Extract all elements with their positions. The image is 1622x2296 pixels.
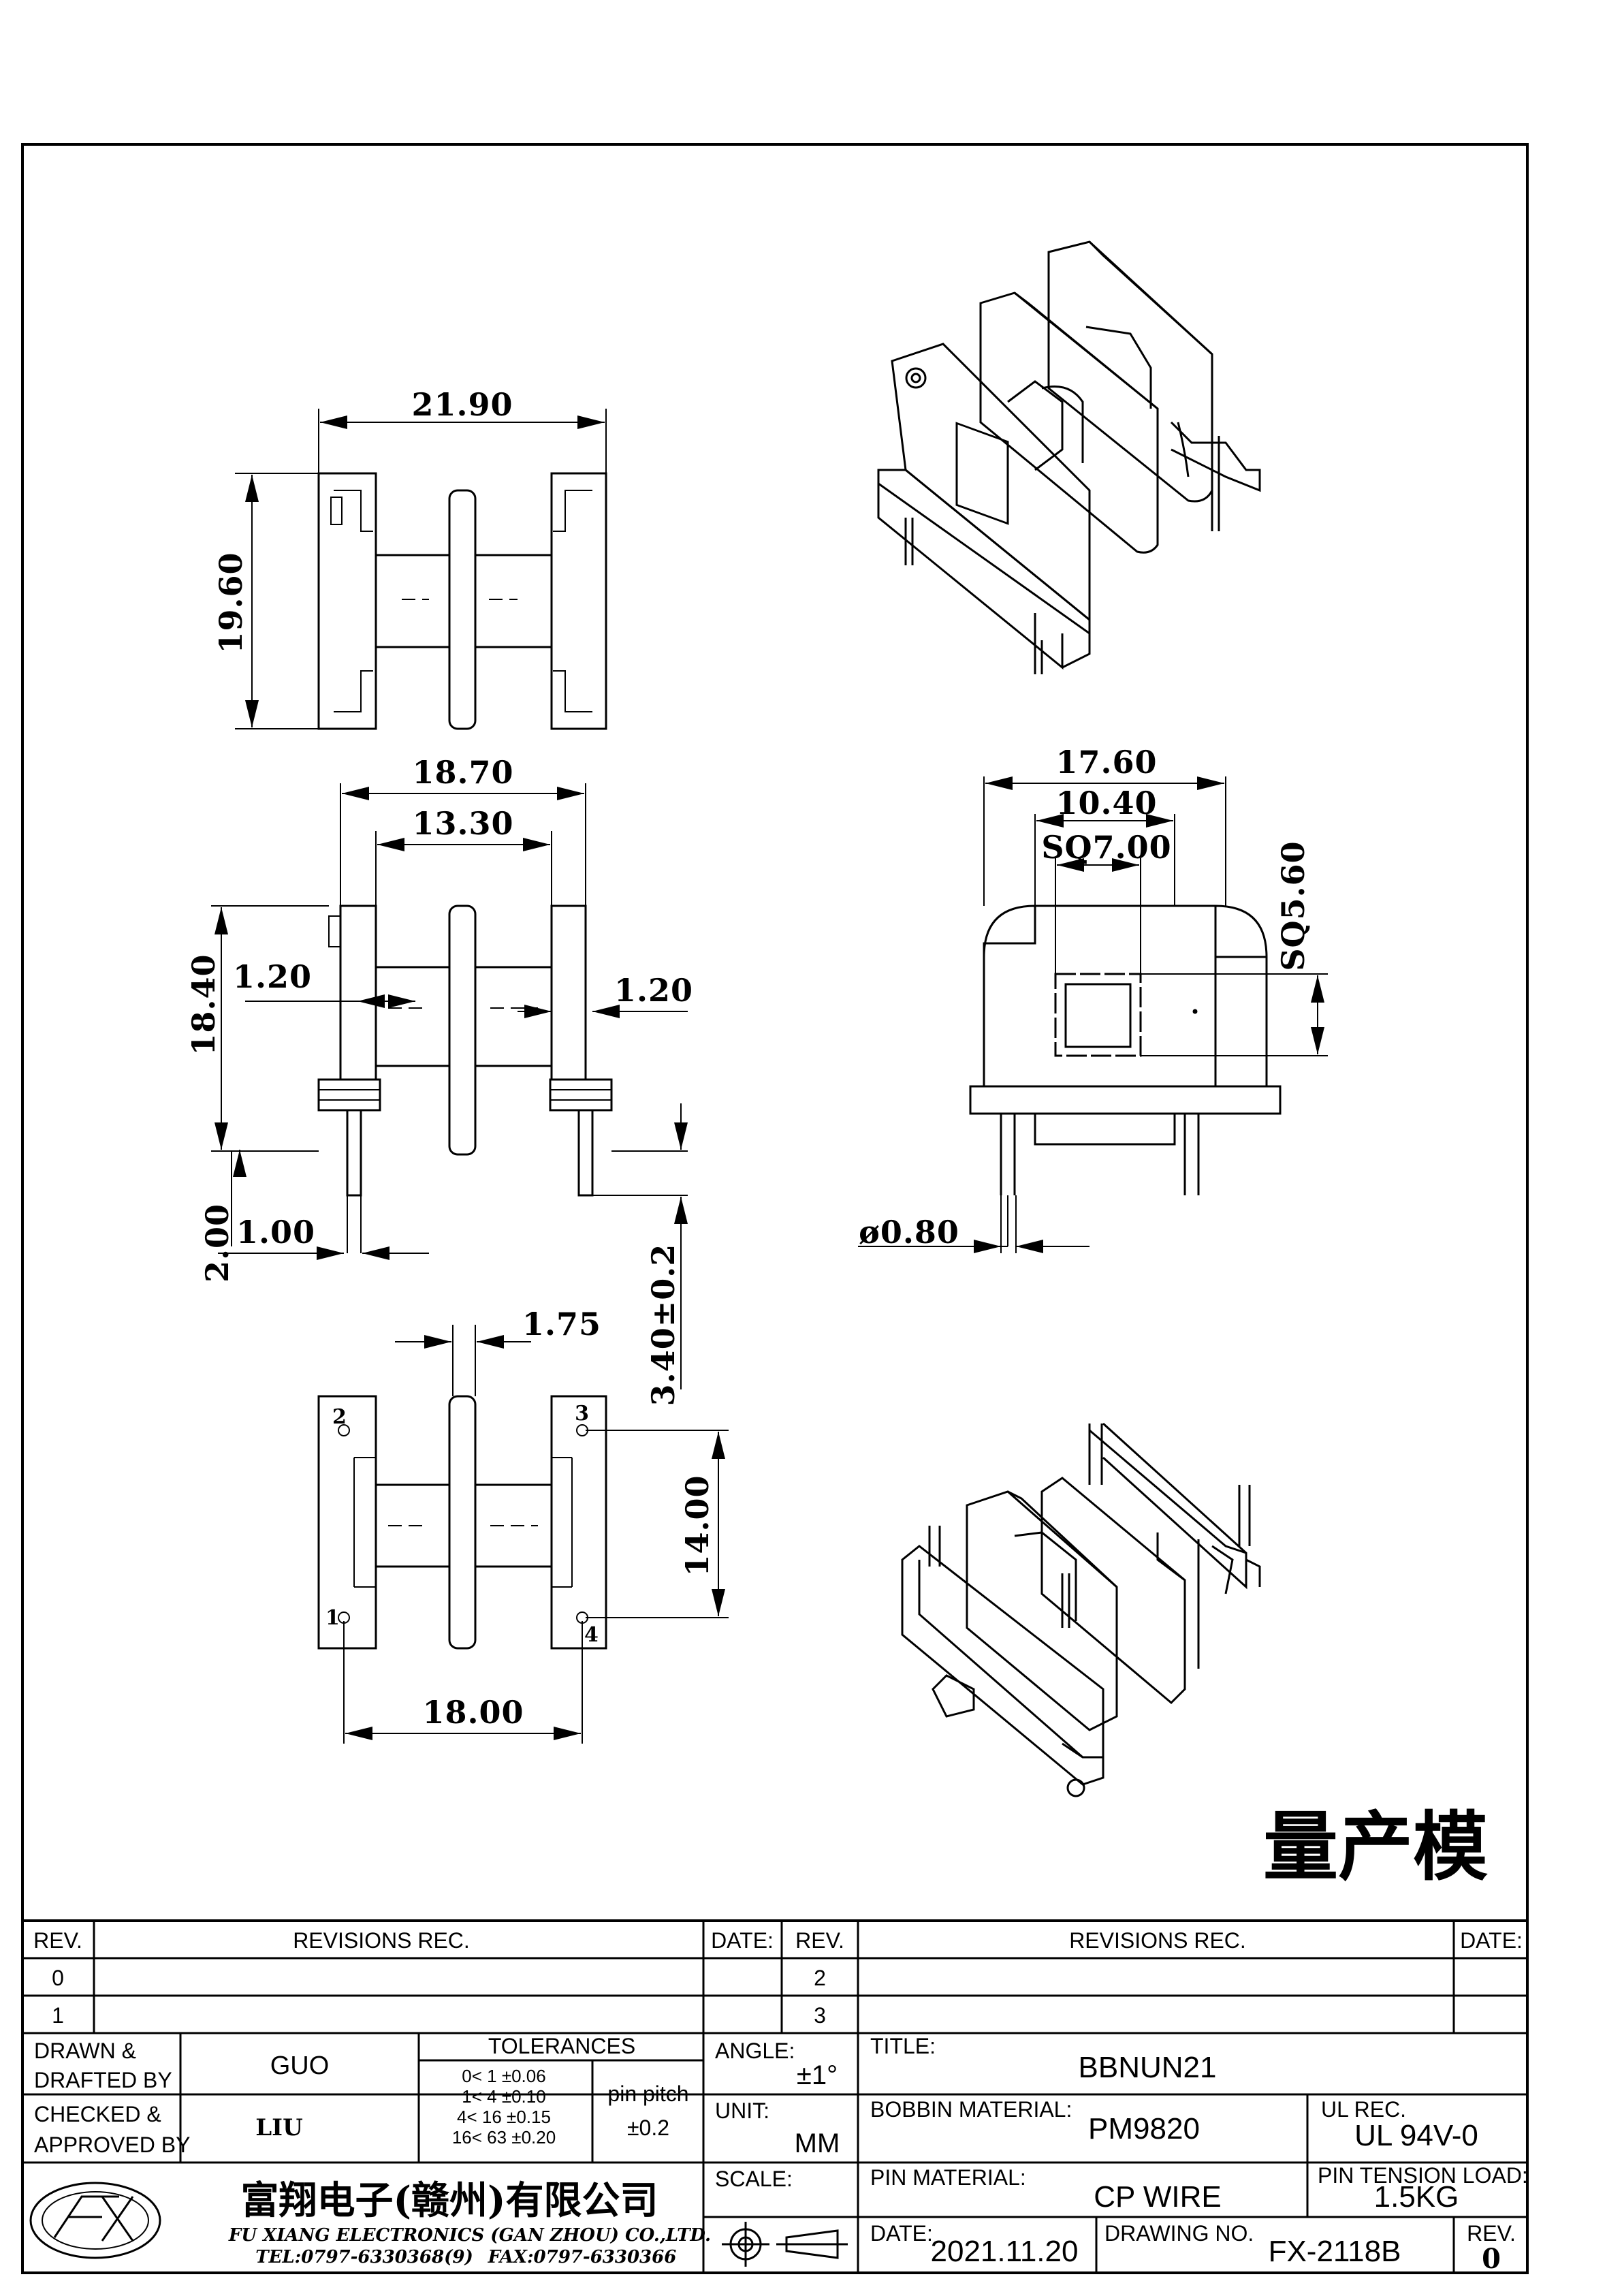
tolerance-row-2: 1< 4 ±0.10 [462,2086,545,2107]
isometric-view-top [877,240,1261,674]
ul-rec-value: UL 94V-0 [1354,2119,1478,2152]
tolerance-row-1: 0< 1 ±0.06 [462,2066,545,2086]
sheet-border [21,143,1529,2274]
rev-row-2: 2 [814,1966,826,1990]
pin-pitch-value: ±0.2 [627,2116,669,2140]
dim-pin-length: 3.40±0.2 [645,1244,682,1406]
dim-sq-core: SQ5.60 [1275,840,1311,971]
bobbin-material-value: PM9820 [1088,2112,1200,2145]
title-label: TITLE: [870,2034,936,2058]
rev-row-1: 1 [52,2003,64,2028]
drawn-by: GUO [270,2051,330,2080]
drawn-label-2: DRAFTED BY [34,2068,172,2092]
dim-front-inner: 13.30 [412,805,513,842]
dim-pin-row: 14.00 [679,1475,716,1576]
side-view [858,776,1328,1253]
pin-tension-value: 1.5KG [1374,2180,1459,2214]
dim-side-width: 17.60 [1055,744,1157,781]
title-value: BBNUN21 [1079,2051,1217,2084]
dim-bottom-flange: 1.75 [522,1306,601,1342]
company-tel: TEL:0797-6330368(9) [255,2247,473,2267]
pin-label-3: 3 [575,1402,590,1426]
dim-pin-width: 1.00 [236,1214,315,1251]
bobbin-material-label: BOBBIN MATERIAL: [870,2097,1072,2122]
front-view [211,783,688,1389]
drawing-no-value: FX-2118B [1269,2235,1401,2268]
scale-label: SCALE: [715,2167,793,2191]
tolerance-row-4: 16< 63 ±0.20 [452,2127,556,2148]
title-block-text: REV. REVISIONS REC. DATE: REV. REVISIONS… [33,1928,1528,2275]
dim-pin-col: 18.00 [422,1694,524,1731]
rev-value: 0 [1482,2243,1501,2275]
company-name-cn: 富翔电子(赣州)有限公司 [241,2178,658,2223]
tolerances-label: TOLERANCES [488,2034,635,2058]
company-fax: FAX:0797-6330366 [488,2247,677,2267]
company-logo [29,2182,161,2259]
dim-sq-window: SQ7.00 [1041,829,1171,866]
date-header-right: DATE: [1460,1928,1523,1953]
company-name-en: FU XIANG ELECTRONICS (GAN ZHOU) CO.,LTD. [228,2225,711,2246]
dim-top-width: 21.90 [411,386,513,423]
angle-label: ANGLE: [715,2039,795,2063]
pin-pitch-label: pin pitch [607,2081,688,2106]
title-block [21,1919,1529,2274]
mass-production-stamp: 量产模 [1263,1803,1488,1891]
rev-row-0: 0 [52,1966,64,1990]
isometric-view-bottom [901,1422,1261,1797]
revisions-header-right: REVISIONS REC. [1069,1928,1246,1953]
angle-value: ±1° [797,2060,838,2090]
bottom-view [317,1325,729,1744]
projection-symbol [722,2222,848,2267]
checked-label-2: APPROVED BY [34,2133,190,2157]
pin-label-2: 2 [332,1405,347,1429]
dim-flange-left: 1.20 [233,958,312,995]
pin-label-1: 1 [325,1606,340,1630]
rev-row-3: 3 [814,2003,826,2028]
rev-header-right: REV. [795,1928,844,1953]
ul-rec-label: UL REC. [1321,2097,1406,2122]
pin-material-label: PIN MATERIAL: [870,2165,1026,2190]
unit-label: UNIT: [715,2098,769,2123]
dim-front-height: 18.40 [185,954,222,1055]
rev-label: REV. [1467,2221,1516,2246]
dim-pin-diameter: ø0.80 [859,1214,959,1251]
drawn-label-1: DRAWN & [34,2039,136,2063]
dim-side-inner: 10.40 [1055,785,1157,821]
pin-material-value: CP WIRE [1094,2180,1221,2214]
tolerance-row-3: 4< 16 ±0.15 [457,2107,551,2127]
dim-flange-right: 1.20 [614,972,693,1009]
revisions-header-left: REVISIONS REC. [293,1928,470,1953]
date-header-left: DATE: [711,1928,774,1953]
unit-value: MM [795,2128,840,2158]
pin-tension-label: PIN TENSION LOAD: [1318,2163,1528,2188]
rev-header-left: REV. [33,1928,82,1953]
dim-front-outer: 18.70 [412,754,513,791]
drawing-no-label: DRAWING NO. [1104,2221,1254,2246]
top-view [235,409,607,730]
checked-label-1: CHECKED & [34,2102,161,2126]
date-label: DATE: [870,2221,933,2246]
dim-pin-offset: 2.00 [199,1204,236,1283]
dim-top-height: 19.60 [212,552,249,653]
pin-label-4: 4 [584,1623,599,1647]
checked-by: LIU [255,2114,302,2141]
date-value: 2021.11.20 [931,2235,1079,2268]
